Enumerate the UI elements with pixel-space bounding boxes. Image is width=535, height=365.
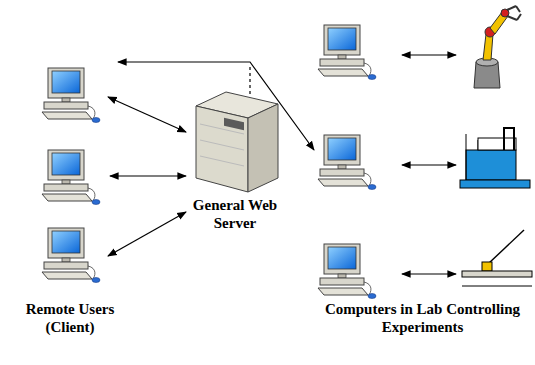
lab-computer — [318, 135, 376, 190]
robot-arm — [474, 6, 521, 88]
client-server-arrow — [108, 212, 186, 256]
arrows — [108, 55, 456, 274]
server-node: General Web Server — [185, 196, 285, 232]
client-computer — [42, 68, 100, 123]
lab-experiment-arrow — [402, 164, 456, 165]
web-server — [196, 92, 278, 192]
lab-computer — [318, 25, 376, 80]
lab-experiment-arrow — [402, 273, 456, 274]
client-computer — [42, 228, 100, 283]
water-tank — [460, 128, 530, 188]
lab-computer — [318, 244, 376, 299]
group-label: Remote Users (Client) — [10, 300, 130, 336]
node-label: General Web Server — [185, 196, 285, 232]
group-label: Computers in Lab Controlling Experiments — [320, 300, 525, 336]
client-server-arrow — [110, 175, 186, 176]
inverted-pendulum — [462, 230, 532, 286]
lab-experiment-arrow — [402, 54, 456, 55]
client-server-arrow — [108, 97, 186, 132]
server-link-dashed — [249, 64, 250, 94]
client-computer — [42, 150, 100, 205]
